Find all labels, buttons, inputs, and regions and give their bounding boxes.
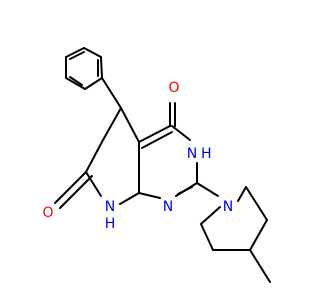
bond	[69, 51, 85, 60]
bond	[85, 171, 102, 197]
bond	[101, 77, 122, 109]
bond	[84, 77, 103, 90]
bond	[85, 139, 104, 173]
bond	[177, 186, 193, 195]
atom-n3: N	[187, 146, 197, 162]
bond	[102, 107, 122, 141]
atom-labels: O O N H N H N N	[42, 80, 233, 232]
bond	[237, 186, 247, 202]
atom-h3: H	[201, 146, 212, 162]
bond	[171, 125, 191, 141]
atom-n1: N	[163, 199, 173, 215]
atom-o4: O	[168, 80, 179, 96]
bond	[138, 125, 171, 143]
bond	[65, 47, 85, 58]
bond	[83, 47, 102, 58]
bond	[120, 107, 140, 143]
bond	[59, 175, 93, 209]
bond	[245, 186, 268, 221]
atom-h8: H	[105, 216, 116, 232]
bond	[196, 182, 219, 197]
bond	[54, 171, 87, 204]
bonds	[54, 47, 271, 283]
bond	[138, 192, 161, 199]
bond	[249, 249, 271, 283]
bond	[65, 77, 86, 90]
bond	[200, 223, 214, 251]
bond	[69, 76, 83, 86]
atom-n8: N	[105, 199, 115, 215]
bond	[100, 56, 103, 79]
molecule-svg: O O N H N H N N	[42, 47, 271, 283]
bond	[141, 131, 173, 149]
bond	[200, 206, 221, 225]
atom-o7: O	[42, 205, 53, 221]
structure-diagram: O O N H N H N N	[42, 47, 271, 283]
atom-npip: N	[223, 199, 233, 215]
bond	[119, 192, 140, 205]
bond	[249, 219, 268, 251]
